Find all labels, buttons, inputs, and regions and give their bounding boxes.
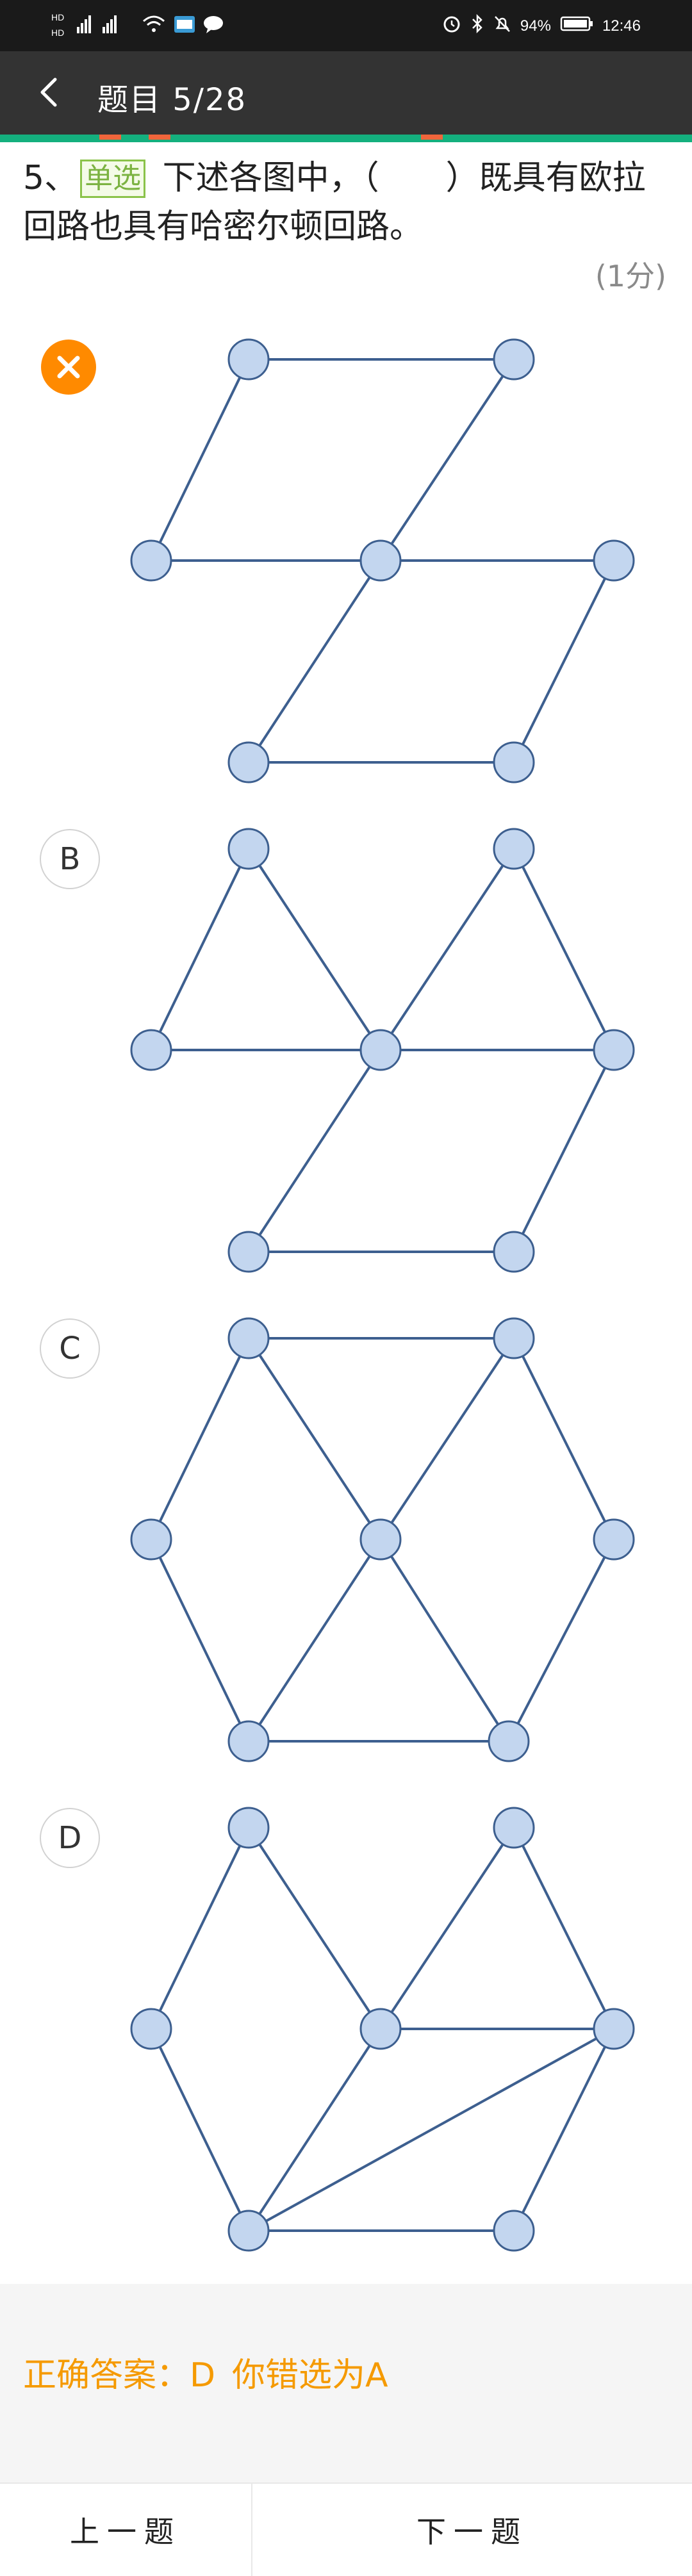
your-answer: 你错选为A — [232, 2356, 388, 2395]
option-c-label[interactable]: C — [40, 1318, 100, 1379]
question-body: 下述各图中，（ ）既具有欧拉回路也具有哈密尔顿回路。 — [23, 159, 646, 246]
svg-text:HD: HD — [51, 12, 64, 22]
question-number: 5、 — [23, 159, 78, 197]
signal-icon: HD HD — [51, 10, 135, 42]
answer-text: 正确答案：D 你错选为A — [23, 2348, 405, 2396]
question-score: (1分) — [595, 259, 666, 293]
status-right: 94% 12:46 — [442, 13, 641, 38]
option-b-label[interactable]: B — [40, 829, 100, 889]
page-title: 题目 5/28 — [97, 82, 247, 118]
progress-marker — [149, 135, 170, 140]
next-question-button[interactable]: 下一题 — [416, 2514, 528, 2549]
option-d-label[interactable]: D — [40, 1808, 100, 1868]
progress-bar — [0, 135, 692, 142]
option-c-graph[interactable] — [0, 1299, 692, 1773]
question-type-tag: 单选 — [80, 160, 146, 198]
status-left: HD HD — [51, 10, 224, 42]
bluetooth-icon — [470, 13, 484, 38]
app-notification-icon — [173, 15, 196, 38]
clock-time: 12:46 — [602, 17, 641, 35]
option-a-wrong-icon[interactable] — [41, 340, 96, 395]
progress-marker — [99, 135, 121, 140]
header-bar: 题目 5/28 — [0, 51, 692, 135]
bottom-nav: 上一题 下一题 — [0, 2482, 692, 2576]
battery-percent: 94% — [520, 17, 551, 35]
back-arrow-icon[interactable] — [31, 73, 69, 111]
alarm-icon — [442, 14, 461, 38]
mute-icon — [493, 14, 511, 38]
wifi-icon — [141, 15, 167, 38]
question-text: 5、单选 下述各图中，（ ）既具有欧拉回路也具有哈密尔顿回路。 — [23, 154, 670, 251]
status-bar: HD HD 94% 1 — [0, 0, 692, 51]
message-icon — [202, 15, 224, 38]
option-b-graph[interactable] — [0, 810, 692, 1284]
progress-marker — [421, 135, 443, 140]
prev-question-button[interactable]: 上一题 — [0, 2484, 252, 2576]
answer-panel: 正确答案：D 你错选为A — [0, 2284, 692, 2482]
correct-answer: 正确答案：D — [23, 2356, 216, 2395]
option-d-graph[interactable] — [0, 1789, 692, 2263]
option-a-graph[interactable] — [0, 320, 692, 794]
battery-icon — [560, 15, 593, 37]
svg-text:HD: HD — [51, 28, 64, 38]
